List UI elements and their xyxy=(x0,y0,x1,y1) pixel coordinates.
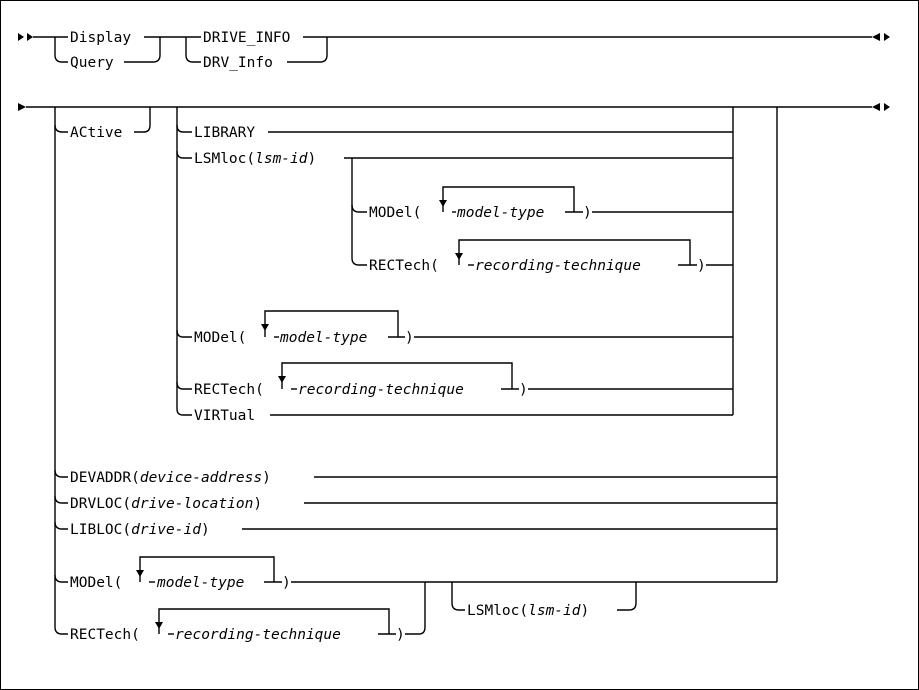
lsmloc-model-keyword: MODel( xyxy=(369,205,421,221)
devaddr-option: DEVADDR(device-address) xyxy=(70,470,271,486)
end-arrow-icon xyxy=(884,103,890,111)
model-type-variable: model-type xyxy=(279,330,367,346)
drvloc-option: DRVLOC(drive-location) xyxy=(70,496,262,512)
bottom-model-keyword: MODel( xyxy=(70,575,122,591)
libloc-option: LIBLOC(drive-id) xyxy=(70,522,210,538)
close-paren: ) xyxy=(396,627,405,643)
close-paren: ) xyxy=(697,258,706,274)
drv-info-keyword: DRV_Info xyxy=(203,55,273,71)
bottom-rectech-keyword: RECTech( xyxy=(70,627,140,643)
close-paren: ) xyxy=(253,496,262,512)
close-paren: ) xyxy=(583,205,592,221)
row-1-lines xyxy=(18,33,890,63)
display-keyword: Display xyxy=(70,30,131,46)
drive-location-variable: drive-location xyxy=(131,496,253,512)
active-keyword: ACtive xyxy=(70,125,122,141)
start-arrow-icon xyxy=(18,33,24,41)
lsmloc-model-type-variable: model-type xyxy=(456,205,544,221)
continue-arrow-icon xyxy=(18,103,26,111)
end-arrow-icon xyxy=(884,33,890,41)
devaddr-keyword: DEVADDR( xyxy=(70,470,140,486)
drive-id-variable: drive-id xyxy=(131,522,201,538)
libloc-keyword: LIBLOC( xyxy=(70,522,131,538)
recording-technique-variable: recording-technique xyxy=(298,382,464,398)
lsmloc-recording-technique-variable: recording-technique xyxy=(475,258,641,274)
close-paren: ) xyxy=(282,575,291,591)
close-paren: ) xyxy=(262,470,271,486)
drive-info-keyword: DRIVE_INFO xyxy=(203,30,290,46)
close-paren: ) xyxy=(201,522,210,538)
repeat-arrow-icon xyxy=(439,200,447,207)
lsm-id-variable: lsm-id xyxy=(528,603,581,619)
lsmloc-keyword: LSMloc( xyxy=(194,151,255,167)
virtual-keyword: VIRTual xyxy=(194,408,255,424)
rectech-keyword: RECTech( xyxy=(194,382,264,398)
model-keyword: MODel( xyxy=(194,330,246,346)
lsmloc-keyword: LSMloc( xyxy=(467,603,528,619)
bottom-recording-technique-variable: recording-technique xyxy=(175,627,341,643)
close-paren: ) xyxy=(405,330,414,346)
close-paren: ) xyxy=(581,603,590,619)
query-keyword: Query xyxy=(70,55,114,71)
repeat-arrow-icon xyxy=(261,324,269,331)
lsmloc-rectech-keyword: RECTech( xyxy=(369,258,439,274)
repeat-arrow-icon xyxy=(455,253,463,260)
start-arrow-icon xyxy=(27,33,33,41)
body-lines xyxy=(18,103,890,635)
drvloc-keyword: DRVLOC( xyxy=(70,496,131,512)
device-address-variable: device-address xyxy=(140,470,262,486)
lsmloc-option: LSMloc(lsm-id) xyxy=(194,151,316,167)
lsm-id-variable: lsm-id xyxy=(255,151,308,167)
bottom-model-type-variable: model-type xyxy=(156,575,244,591)
repeat-arrow-icon xyxy=(278,376,286,383)
bottom-lsmloc-option: LSMloc(lsm-id) xyxy=(467,603,589,619)
library-keyword: LIBRARY xyxy=(194,125,255,141)
close-paren: ) xyxy=(308,151,317,167)
repeat-arrow-icon xyxy=(155,622,163,629)
end-arrow-icon xyxy=(872,33,880,41)
close-paren: ) xyxy=(519,382,528,398)
repeat-arrow-icon xyxy=(136,570,144,577)
end-arrow-icon xyxy=(872,103,880,111)
